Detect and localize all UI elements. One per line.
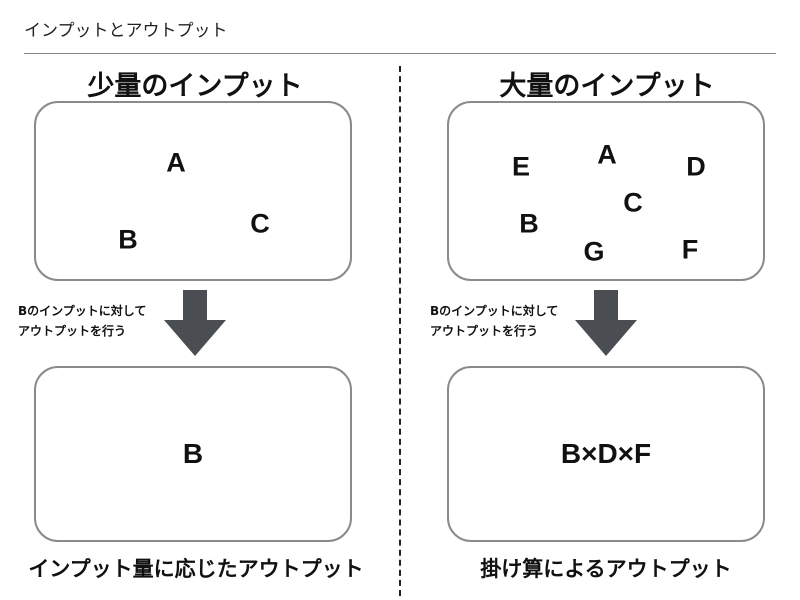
right-note: Bのインプットに対して アウトプットを行う — [430, 301, 558, 341]
left-note-line-1: Bのインプットに対して — [18, 304, 147, 318]
right-output-box: B×D×F — [447, 366, 765, 542]
left-output-box: B — [34, 366, 352, 542]
title-divider — [24, 53, 776, 54]
input-letter-a: A — [166, 147, 186, 178]
input-letter-e: E — [511, 151, 531, 182]
page-title: インプットとアウトプット — [24, 21, 228, 41]
input-letter-c: C — [250, 208, 270, 239]
input-letter-b: B — [118, 224, 138, 255]
input-letter-g: G — [583, 236, 605, 267]
input-letter-b: B — [519, 208, 539, 239]
left-caption: インプット量に応じたアウトプット — [28, 557, 364, 581]
right-down-arrow-icon — [575, 290, 637, 356]
right-output-value: B×D×F — [560, 438, 652, 469]
left-down-arrow-icon — [164, 290, 226, 356]
input-letter-f: F — [681, 234, 699, 265]
right-input-box: A C D E B G F — [447, 101, 765, 281]
input-letter-d: D — [686, 151, 706, 182]
left-note: Bのインプットに対して アウトプットを行う — [18, 301, 146, 341]
left-note-line-2: アウトプットを行う — [18, 324, 127, 338]
right-caption: 掛け算によるアウトプット — [480, 557, 732, 581]
right-note-line-1: Bのインプットに対して — [430, 304, 559, 318]
right-heading: 大量のインプット — [499, 71, 715, 102]
input-letter-c: C — [623, 187, 643, 218]
left-heading: 少量のインプット — [87, 71, 303, 102]
left-input-box: A B C — [34, 101, 352, 281]
center-dashed-divider — [399, 66, 401, 596]
right-note-line-2: アウトプットを行う — [430, 324, 539, 338]
input-letter-a: A — [597, 139, 617, 170]
left-output-value: B — [182, 438, 204, 469]
